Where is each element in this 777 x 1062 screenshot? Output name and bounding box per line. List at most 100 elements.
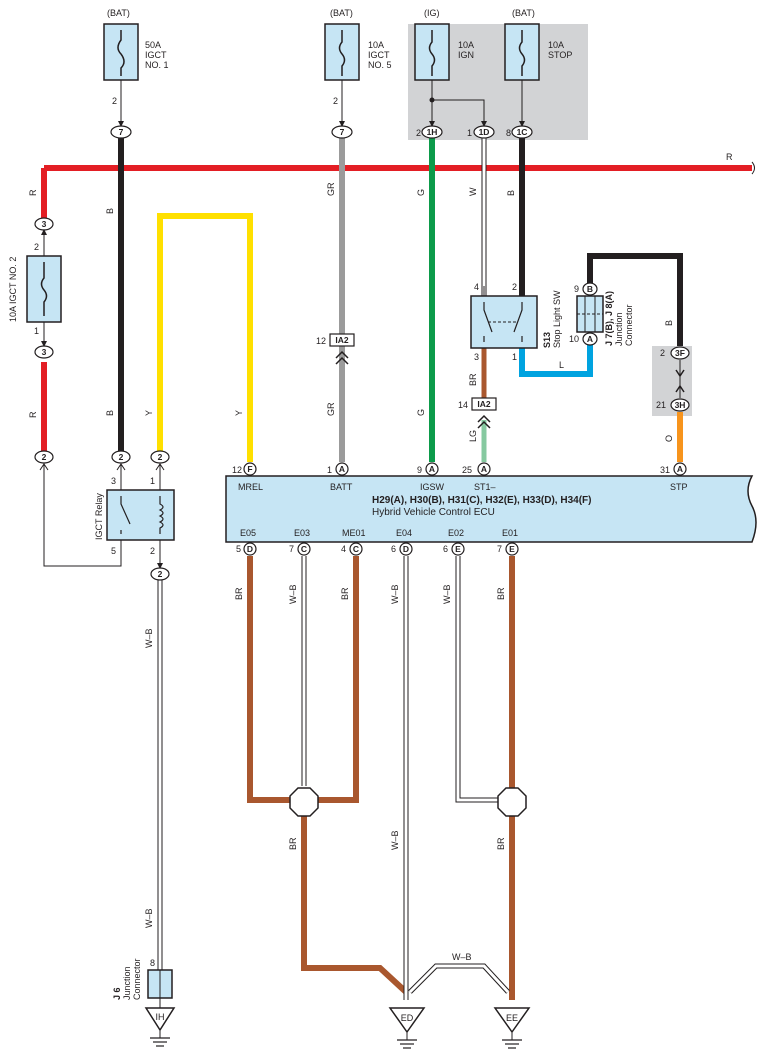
wire-label-br-me01: BR	[340, 587, 350, 600]
ground-ed-label: ED	[401, 1013, 414, 1023]
ecu-pin-mrel: 12 F MREL	[232, 462, 263, 492]
fuse2-connector	[331, 125, 353, 139]
connector-3h-label: 3H	[675, 400, 686, 410]
wire-label-wb-e02: W–B	[442, 584, 452, 604]
igct2-pin-bottom: 1	[34, 326, 39, 336]
j7-top-number: 9	[574, 284, 579, 294]
wire-label-wb-e04: W–B	[390, 584, 400, 604]
relay-pin-3: 3	[111, 476, 116, 486]
fuse4-symbol	[518, 30, 526, 76]
wire-label-wb-e03: W–B	[288, 584, 298, 604]
fuse2-symbol	[338, 30, 346, 76]
wire-label-r-bus: R	[726, 152, 733, 162]
relay-pin-1: 1	[150, 476, 155, 486]
ecu-pin-e01-name: E01	[502, 528, 518, 538]
fuse1-rating: 50A	[145, 40, 161, 50]
wire-label-wb-2: W–B	[144, 908, 154, 928]
connector-2c	[150, 450, 170, 464]
igct2-pin-top: 2	[34, 242, 39, 252]
connector-2b-label: 2	[119, 452, 124, 462]
fuse3-connector-label: 1H	[427, 127, 438, 137]
wire-label-gr-2: GR	[326, 402, 336, 416]
fuse4-rating: 10A	[548, 40, 564, 50]
ground-ee: EE	[493, 1007, 531, 1049]
igct2-symbol	[40, 262, 48, 316]
wire-label-y-1: Y	[144, 410, 154, 416]
ecu-pin-e03-num: 7	[289, 544, 294, 554]
ecu-pin-stp-name: STP	[670, 482, 688, 492]
relay-ground-loop	[43, 462, 122, 567]
ecu-pin-e04-name: E04	[396, 528, 412, 538]
stop-switch-contact-2	[513, 302, 523, 342]
fuse4-source: (BAT)	[512, 8, 535, 18]
connector-3f-pin: 2	[660, 348, 665, 358]
ecu-pin-batt: 1 A BATT	[327, 462, 353, 492]
ecu-pin-e04: E04 6 D	[391, 528, 413, 556]
fuse3-pin2: 1	[467, 128, 472, 138]
ecu-pin-st1: 25 A ST1–	[462, 462, 496, 492]
fuse2-name2: NO. 5	[368, 60, 392, 70]
wire-label-w: W	[468, 187, 478, 196]
fuse3-symbol	[428, 30, 436, 76]
igct2-top-connector-label: 3	[42, 219, 47, 229]
fuse1-name2: NO. 1	[145, 60, 169, 70]
ground-ed: ED	[388, 1007, 426, 1049]
j7-name2: Connector	[624, 304, 634, 346]
igct2-bottom-connector-label: 3	[42, 347, 47, 357]
wire-label-l: L	[559, 360, 564, 370]
wire-label-br-e01-2: BR	[496, 837, 506, 850]
ecu-pin-e02: E02 6 E	[443, 528, 465, 556]
wire-label-g-2: G	[416, 409, 426, 416]
ecu-pin-me01-letter: C	[353, 544, 359, 554]
wb-crossover	[408, 964, 510, 994]
fuse1-symbol	[117, 30, 125, 76]
ia2-lower-chevron	[477, 414, 491, 429]
ecu-pin-e02-name: E02	[448, 528, 464, 538]
relay-label: IGCT Relay	[94, 493, 104, 540]
ecu-pin-batt-letter: A	[339, 464, 345, 474]
fuse3-pin: 2	[416, 128, 421, 138]
wire-label-wb-crossover: W–B	[452, 952, 472, 962]
ecu-pin-mrel-name: MREL	[238, 482, 263, 492]
stop-switch-contact-1	[483, 302, 493, 342]
igct2-bottom-connector	[34, 345, 54, 359]
splice-point-right	[497, 787, 527, 817]
igct-relay-box	[106, 489, 175, 541]
j6-pin: 8	[150, 958, 155, 968]
ia2-upper-chevron	[335, 350, 349, 365]
ecu-pin-me01-name: ME01	[342, 528, 366, 538]
fuse4-connector	[511, 125, 533, 139]
ecu-pin-me01-num: 4	[341, 544, 346, 554]
wire-label-r-left: R	[28, 189, 38, 196]
ecu-pin-stp: 31 A STP	[660, 462, 688, 492]
ecu-pin-e04-num: 6	[391, 544, 396, 554]
ecu-pin-e01-letter: E	[509, 544, 515, 554]
ecu-pin-stp-num: 31	[660, 465, 670, 475]
ecu-pin-e05-name: E05	[240, 528, 256, 538]
ecu-title: H29(A), H30(B), H31(C), H32(E), H33(D), …	[372, 495, 591, 506]
fuse2-source: (BAT)	[330, 8, 353, 18]
blue-wire	[519, 342, 593, 377]
j6-name1: Junction	[122, 966, 132, 1000]
wire-label-r-left2: R	[28, 411, 38, 418]
j6-name2: Connector	[132, 958, 142, 1000]
ecu-pin-e05-num: 5	[236, 544, 241, 554]
ia2-upper-box	[329, 333, 355, 347]
j7-top-letter: B	[587, 284, 593, 294]
yellow-wire	[157, 213, 253, 462]
ecu-pin-batt-num: 1	[327, 465, 332, 475]
j6-code: J 6	[112, 987, 122, 1000]
fuse3-branch	[432, 99, 487, 127]
ia2-lower-label: IA2	[477, 399, 491, 409]
connector-3f-label: 3F	[675, 348, 685, 358]
connector-2c-label: 2	[158, 452, 163, 462]
connector-2a	[34, 450, 54, 464]
wire-label-br-splice: BR	[288, 837, 298, 850]
sw-pin-3: 3	[474, 352, 479, 362]
stop-switch-code: S13	[542, 332, 552, 348]
fuse4-pin: 8	[506, 128, 511, 138]
ecu-pin-st1-num: 25	[462, 465, 472, 475]
fuse1-pin: 2	[112, 96, 117, 106]
ecu-pin-e02-letter: E	[455, 544, 461, 554]
